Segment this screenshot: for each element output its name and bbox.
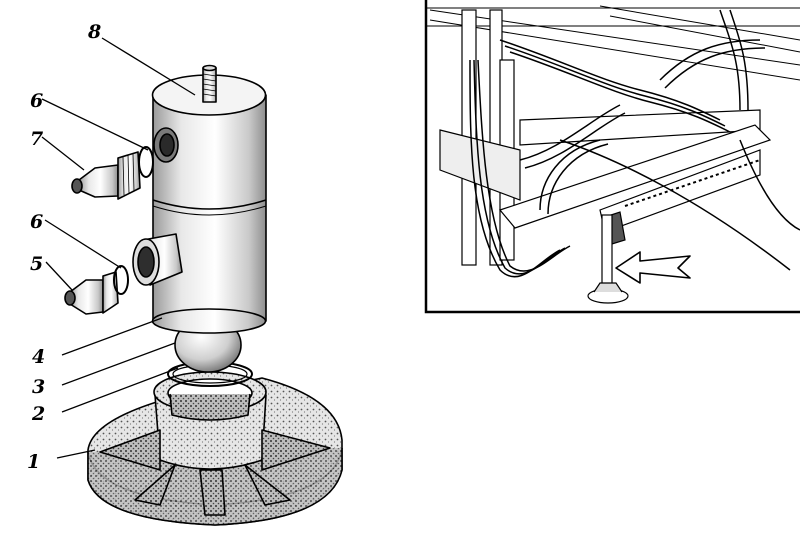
callout-6-lower: 6 (30, 211, 43, 233)
callout-3: 3 (32, 376, 45, 398)
fitting-upper (71, 151, 141, 200)
leader-lines (41, 37, 196, 459)
base-part (87, 371, 343, 526)
o-ring-upper (138, 146, 154, 178)
jack-assembly (64, 64, 343, 526)
callout-1: 1 (27, 451, 40, 473)
callout-7: 7 (30, 128, 43, 150)
location-inset (424, 0, 800, 314)
cylinder-body (132, 64, 267, 334)
callout-2: 2 (31, 403, 45, 425)
inset-jack-cylinder (601, 214, 613, 286)
callout-8: 8 (87, 21, 101, 43)
inset-frame (424, 0, 800, 314)
location-arrow (615, 251, 691, 284)
fitting-lower (64, 271, 119, 315)
callout-6-upper: 6 (30, 90, 43, 112)
callout-labels: 1 2 3 4 5 6 6 7 8 (27, 21, 101, 473)
callout-4: 4 (32, 346, 45, 368)
o-ring-lower (113, 265, 129, 295)
callout-5: 5 (30, 253, 43, 275)
